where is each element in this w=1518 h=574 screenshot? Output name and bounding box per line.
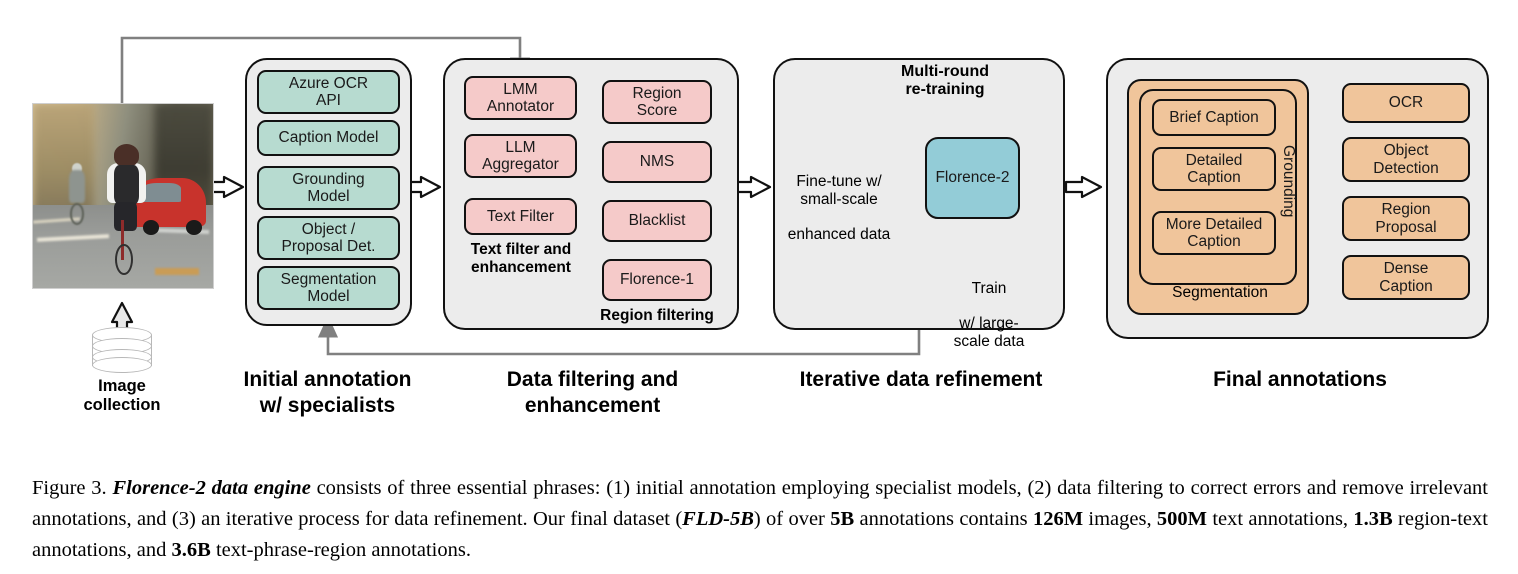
- caption-t2: ) of over: [753, 507, 831, 530]
- caption-t3: annotations contains: [854, 507, 1033, 530]
- caption-t1: consists of three essential phrases: (1)…: [32, 476, 1489, 530]
- node-object-detection[interactable]: Object Detection: [1342, 137, 1470, 182]
- caption-t4: images,: [1083, 507, 1157, 530]
- node-azure-ocr-api[interactable]: Azure OCR API: [257, 70, 400, 114]
- caption-n4: 1.3B: [1353, 507, 1393, 530]
- sample-image-thumbnail: [32, 103, 214, 289]
- enhanced-rest: data: [855, 226, 891, 244]
- loop-label-multi-round-retraining: Multi-round re-training: [901, 63, 989, 99]
- group-label-text-filter-enhancement: Text filter and enhancement: [470, 241, 572, 276]
- caption-n1: 5B: [830, 507, 855, 530]
- label-fine-tune: Fine-tune w/ small-scale enhanced data: [783, 155, 895, 244]
- node-object-proposal-det[interactable]: Object / Proposal Det.: [257, 216, 400, 260]
- node-more-detailed-caption[interactable]: More Detailed Caption: [1152, 211, 1276, 255]
- node-lmm-annotator[interactable]: LMM Annotator: [464, 76, 577, 120]
- fine-tune-rest: w/ small-scale: [800, 172, 882, 208]
- stage-label-data-filtering: Data filtering and enhancement: [506, 368, 679, 418]
- label-segmentation: Segmentation: [1172, 284, 1268, 301]
- enhanced-bold: enhanced: [787, 226, 856, 244]
- caption-figure-number: Figure 3.: [32, 476, 107, 499]
- feedback-bottom-line: [317, 315, 921, 356]
- caption-n5: 3.6B: [171, 538, 211, 561]
- label-train: Train w/ large- scale data: [934, 262, 1044, 351]
- arrow-stage3-to-stage4: [1064, 175, 1103, 199]
- caption-n2: 126M: [1032, 507, 1084, 530]
- stage-label-iterative-refinement: Iterative data refinement: [799, 368, 1043, 391]
- caption-n3: 500M: [1156, 507, 1208, 530]
- label-grounding: Grounding: [1280, 145, 1297, 218]
- node-region-score[interactable]: Region Score: [602, 80, 712, 124]
- image-collection-label: Image collection: [83, 377, 161, 414]
- node-region-proposal[interactable]: Region Proposal: [1342, 196, 1470, 241]
- node-nms[interactable]: NMS: [602, 141, 712, 183]
- node-grounding-model[interactable]: Grounding Model: [257, 166, 400, 210]
- database-icon: [92, 327, 152, 373]
- fine-tune-bold: Fine-tune: [796, 172, 862, 190]
- stage-label-initial-annotation: Initial annotation w/ specialists: [243, 368, 412, 418]
- caption-t6: region-text annotations, and: [32, 507, 1488, 561]
- node-caption-model[interactable]: Caption Model: [257, 120, 400, 156]
- node-brief-caption[interactable]: Brief Caption: [1152, 99, 1276, 136]
- node-segmentation-model[interactable]: Segmentation Model: [257, 266, 400, 310]
- figure-caption: Figure 3. Florence-2 data engine consist…: [32, 473, 1488, 566]
- caption-dataset: FLD-5B: [682, 507, 754, 530]
- arrow-stage2-to-stage3: [733, 175, 772, 199]
- node-ocr[interactable]: OCR: [1342, 83, 1470, 123]
- node-text-filter[interactable]: Text Filter: [464, 198, 577, 235]
- node-florence-1[interactable]: Florence-1: [602, 259, 712, 301]
- group-label-region-filtering: Region filtering: [600, 307, 714, 324]
- caption-title: Florence-2 data engine: [112, 476, 311, 499]
- node-dense-caption[interactable]: Dense Caption: [1342, 255, 1470, 300]
- figure-diagram: Image collection Azure OCR API Caption M…: [32, 36, 1489, 418]
- train-rest: w/ large- scale data: [953, 315, 1025, 351]
- node-florence-2[interactable]: Florence-2: [925, 137, 1020, 219]
- caption-t5: text annotations,: [1207, 507, 1354, 530]
- node-llm-aggregator[interactable]: LLM Aggregator: [464, 134, 577, 178]
- caption-t7: text-phrase-region annotations.: [210, 538, 471, 561]
- stage-label-final-annotations: Final annotations: [1213, 368, 1387, 391]
- train-bold: Train: [971, 279, 1007, 297]
- node-blacklist[interactable]: Blacklist: [602, 200, 712, 242]
- node-detailed-caption[interactable]: Detailed Caption: [1152, 147, 1276, 191]
